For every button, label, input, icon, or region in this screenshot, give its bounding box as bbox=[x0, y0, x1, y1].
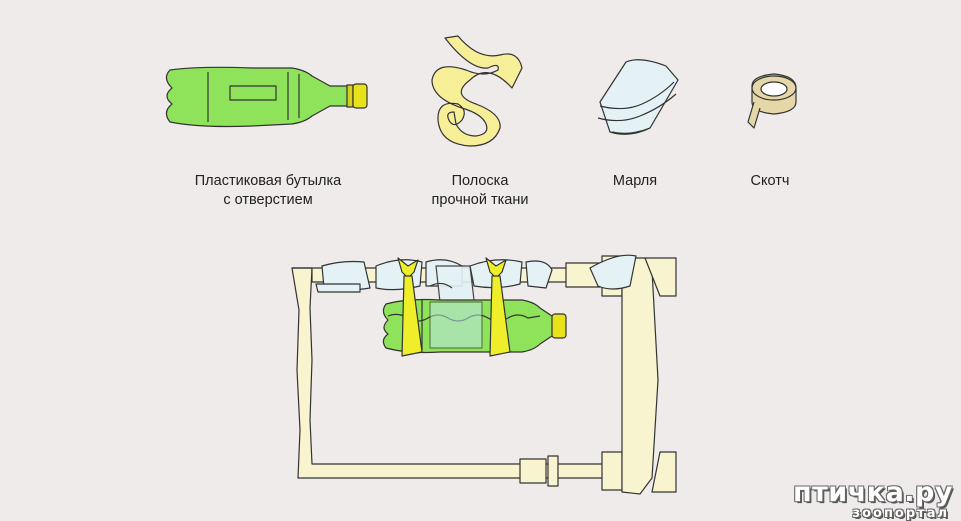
watermark-sub: зоопортал bbox=[852, 506, 949, 521]
tape-roll-icon bbox=[747, 73, 797, 129]
label-tape: Скотч bbox=[720, 172, 820, 191]
label-line: Скотч bbox=[750, 173, 790, 189]
label-line: Марля bbox=[612, 173, 658, 189]
label-plastic-bottle: Пластиковая бутылка с отверстием bbox=[168, 172, 368, 210]
label-line: Пластиковая бутылка bbox=[194, 173, 342, 189]
label-line: Полоска bbox=[451, 173, 509, 189]
label-fabric-strip: Полоска прочной ткани bbox=[390, 172, 570, 210]
feeder-assembly bbox=[291, 254, 677, 495]
tie-strips bbox=[397, 257, 511, 357]
gauze-icon bbox=[597, 59, 679, 135]
label-line: прочной ткани bbox=[431, 192, 529, 208]
site-watermark: птичка.ру зоопортал bbox=[793, 479, 953, 521]
label-gauze: Марля bbox=[585, 172, 685, 191]
hanging-bottle bbox=[382, 298, 567, 354]
fabric-strip-icon bbox=[431, 35, 523, 147]
label-line: с отверстием bbox=[223, 192, 313, 208]
bottle-icon bbox=[165, 66, 368, 128]
watermark-main: птичка.ру bbox=[793, 477, 953, 508]
